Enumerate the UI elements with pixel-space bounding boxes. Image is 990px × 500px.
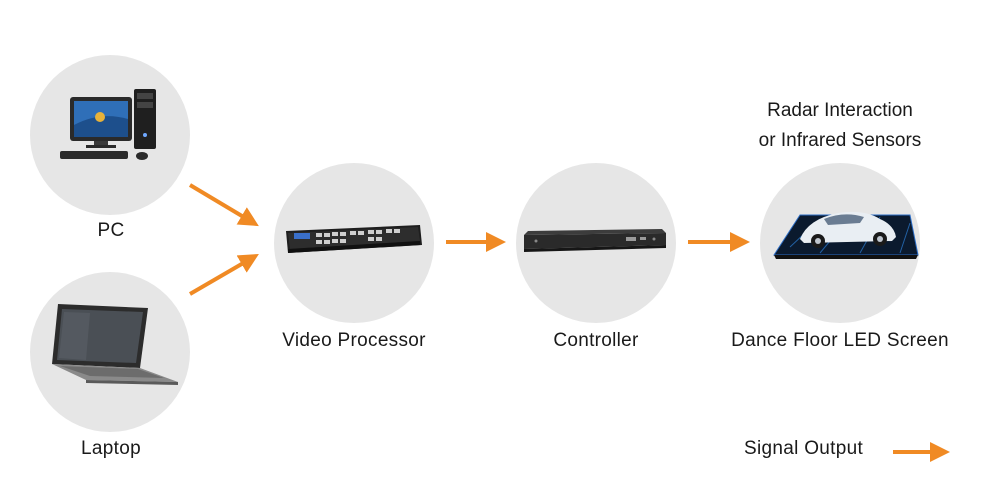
video-processor-icon <box>286 225 422 253</box>
arrow-laptop-to-processor <box>188 253 259 296</box>
led-screen-node <box>760 163 920 323</box>
led-screen-label: Dance Floor LED Screen <box>731 330 949 351</box>
legend-label: Signal Output <box>744 438 864 459</box>
laptop-label: Laptop <box>81 438 141 459</box>
video-processor-node <box>274 163 434 323</box>
laptop-node <box>30 272 190 432</box>
sensor-note: Radar Interaction or Infrared Sensors <box>759 96 922 156</box>
pc-node <box>30 55 190 215</box>
controller-label: Controller <box>553 330 639 351</box>
sensor-note-line2: or Infrared Sensors <box>758 130 922 151</box>
video-processor-label: Video Processor <box>282 330 426 351</box>
laptop-icon <box>52 304 178 385</box>
desktop-pc-icon <box>60 89 156 160</box>
controller-node <box>516 163 676 323</box>
led-floor-screen-icon <box>773 211 919 259</box>
pc-label: PC <box>97 220 125 241</box>
sensor-note-line1: Radar Interaction <box>767 100 913 121</box>
controller-icon <box>524 229 666 252</box>
arrow-pc-to-processor <box>188 183 259 227</box>
